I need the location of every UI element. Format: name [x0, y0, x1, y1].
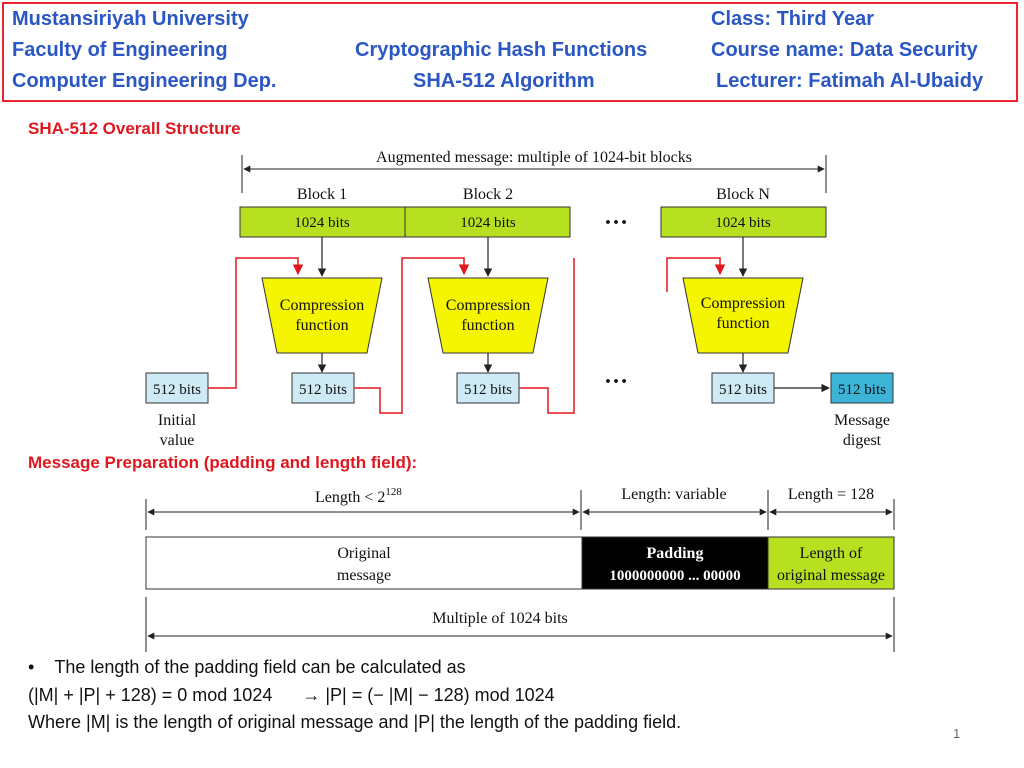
state-n-bits: 512 bits — [719, 382, 767, 398]
length-of-label-b: original message — [777, 567, 885, 584]
block-n — [660, 206, 827, 238]
note-text-1: The length of the padding field can be c… — [54, 657, 466, 677]
length-span-top: Length < 2128 Length: variable Length = … — [145, 484, 895, 530]
digest-box — [830, 372, 894, 404]
compression-label-2a: Compression — [446, 297, 530, 314]
length-less-label: Length < 2128 — [315, 486, 402, 506]
block-2-label: Block 2 — [463, 186, 513, 203]
blocks-ellipsis: … — [604, 204, 628, 230]
note-line-2: (|M| + |P| + 128) = 0 mod 1024 → |P| = (−… — [28, 685, 555, 706]
padding-label-a: Padding — [647, 545, 704, 562]
feedback-arrow-initial — [208, 257, 304, 389]
university-name: Mustansiriyah University — [12, 8, 249, 30]
original-label-b: message — [337, 567, 391, 584]
message-digest-label-a: Message — [834, 412, 890, 429]
compression-label-1b: function — [295, 317, 348, 334]
compression-label-nb: function — [716, 315, 769, 332]
length-of-label-a: Length of — [800, 545, 863, 562]
note-line-3: Where |M| is the length of original mess… — [28, 712, 682, 732]
state-box-1 — [291, 372, 355, 404]
class-label: Class: Third Year — [711, 8, 875, 30]
block-n-bits: 1024 bits — [715, 215, 771, 231]
augmented-message-label: Augmented message: multiple of 1024-bit … — [376, 149, 692, 166]
block-1-label: Block 1 — [297, 186, 347, 203]
compression-function-1 — [261, 277, 383, 354]
initial-value-label-a: Initial — [158, 412, 197, 429]
page-number: 1 — [953, 726, 961, 741]
initial-value-label-b: value — [160, 432, 195, 449]
faculty-name: Faculty of Engineering — [12, 39, 228, 61]
block-2 — [404, 206, 571, 238]
original-message-segment — [145, 536, 583, 590]
length-128-label: Length = 128 — [788, 486, 874, 503]
feedback-arrow-n — [666, 257, 726, 292]
course-label: Course name: Data Security — [711, 39, 978, 61]
block-n-label: Block N — [716, 186, 770, 203]
padding-segment — [581, 536, 769, 590]
department-name: Computer Engineering Dep. — [12, 70, 277, 92]
feedback-arrow-2 — [519, 258, 575, 414]
section-title-structure: SHA-512 Overall Structure — [28, 119, 241, 138]
feedback-arrow-1 — [354, 257, 470, 414]
lecture-subtopic: SHA-512 Algorithm — [413, 70, 595, 92]
digest-bits: 512 bits — [838, 382, 886, 398]
note-equation-a: (|M| + |P| + 128) = 0 mod 1024 — [28, 685, 273, 705]
states-ellipsis: … — [604, 363, 628, 389]
note-line-1: • The length of the padding field can be… — [28, 657, 466, 678]
state-box-n — [711, 372, 775, 404]
length-variable-label: Length: variable — [621, 486, 726, 503]
header-box — [2, 2, 1018, 102]
lecture-topic: Cryptographic Hash Functions — [355, 39, 648, 61]
lecturer-label: Lecturer: Fatimah Al-Ubaidy — [716, 70, 984, 92]
padding-label-b: 1000000000 ... 00000 — [609, 568, 740, 584]
block-1-bits: 1024 bits — [294, 215, 350, 231]
bullet-icon: • — [28, 657, 35, 677]
block-2-bits: 1024 bits — [460, 215, 516, 231]
compression-label-na: Compression — [701, 295, 785, 312]
compression-label-2b: function — [461, 317, 514, 334]
state-1-bits: 512 bits — [299, 382, 347, 398]
state-2-bits: 512 bits — [464, 382, 512, 398]
length-field-segment — [767, 536, 895, 590]
compression-label-1a: Compression — [280, 297, 364, 314]
multiple-1024-label: Multiple of 1024 bits — [432, 610, 568, 627]
augmented-message-span: Augmented message: multiple of 1024-bit … — [241, 145, 827, 193]
section-title-preparation: Message Preparation (padding and length … — [28, 453, 418, 472]
compression-function-2 — [427, 277, 549, 354]
compression-function-n — [682, 277, 804, 354]
note-equation-b: → |P| = (− |M| − 128) mod 1024 — [302, 685, 555, 705]
message-digest-label-b: digest — [843, 432, 882, 449]
block-1 — [239, 206, 406, 238]
initial-value-bits: 512 bits — [153, 382, 201, 398]
original-label-a: Original — [337, 545, 391, 562]
multiple-span: Multiple of 1024 bits — [145, 597, 895, 652]
